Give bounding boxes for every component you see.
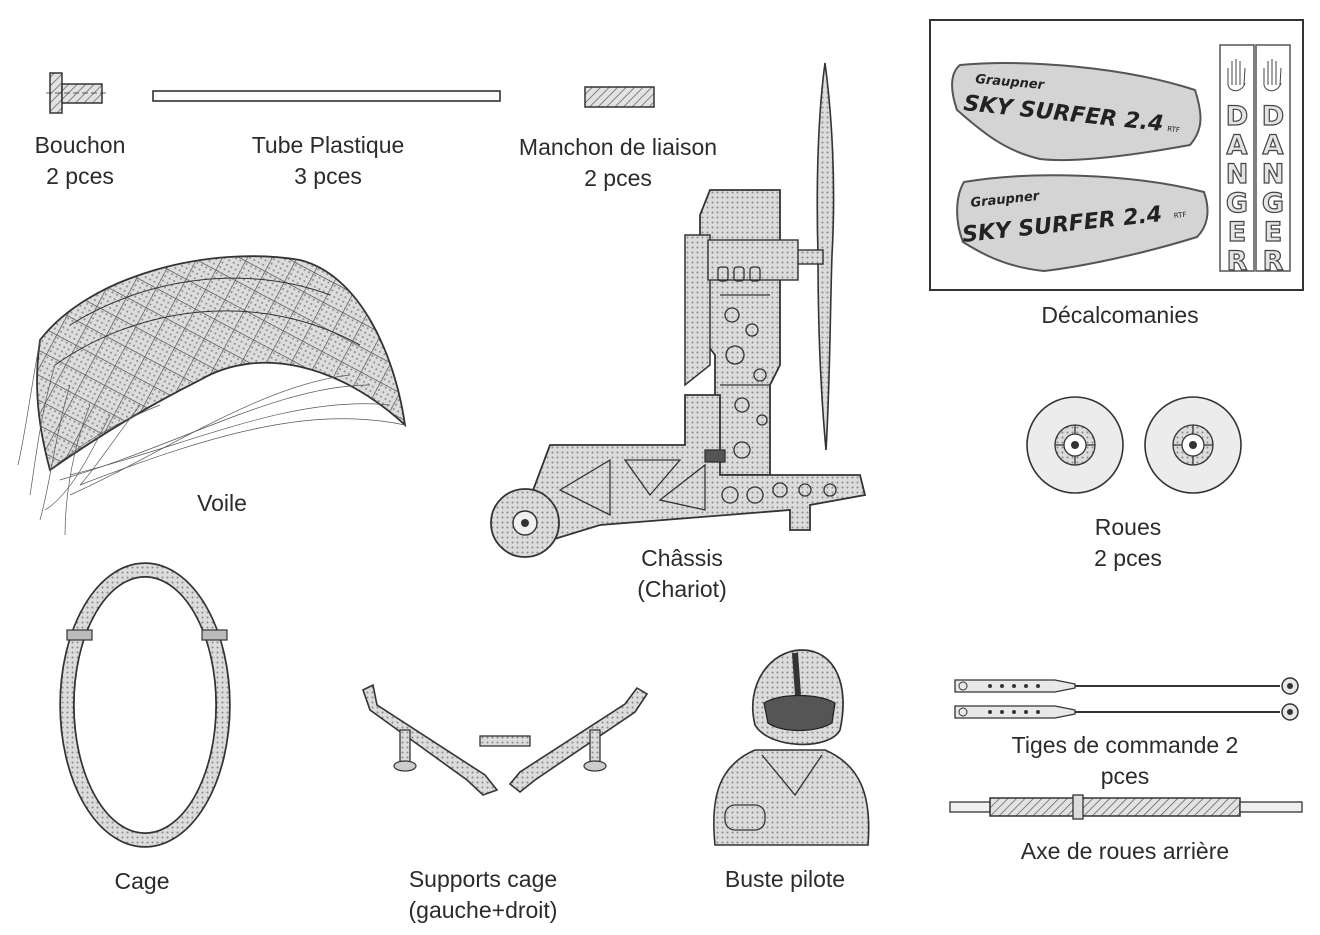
supports-cage-drawing [362,683,649,796]
danger-letter: A [1227,130,1248,161]
svg-text:RTF: RTF [1167,125,1180,134]
danger-letter: N [1226,159,1249,190]
decal-sky-surfer-top: Graupner SKY SURFER 2.4 RTF [951,62,1202,162]
danger-letter: G [1262,188,1284,219]
wheel-icon [1026,396,1124,494]
manchon-drawing [584,86,655,108]
chassis-drawing [490,62,867,558]
danger-letter: E [1228,217,1246,248]
control-rod-icon [954,703,1299,721]
danger-letter: R [1263,246,1284,277]
decals-label: Décalcomanies [1041,302,1199,328]
control-rod-icon [954,677,1299,695]
danger-letter: E [1264,217,1282,248]
roues-drawing [1026,396,1242,494]
hand-icon [1263,59,1282,92]
svg-text:Graupner: Graupner [975,72,1047,93]
axe-roues-drawing [949,794,1303,820]
decal-sky-surfer-bottom: Graupner SKY SURFER 2.4 RTF [956,174,1209,273]
svg-text:RTF: RTF [1173,211,1186,220]
axe-roues-label: Axe de roues arrière [1020,838,1230,864]
hand-icon [1227,59,1246,92]
danger-letter: G [1226,188,1248,219]
wheel-icon [1144,396,1242,494]
cage-drawing [59,562,231,848]
danger-letter: A [1263,130,1284,161]
chassis-label: Châssis(Chariot) [637,545,727,602]
propeller-icon [816,62,835,451]
danger-letter: D [1262,101,1284,132]
svg-text:Graupner: Graupner [970,189,1042,211]
bouchon-drawing [46,72,106,114]
decal-sheet: Graupner SKY SURFER 2.4 RTF Graupner SKY… [929,19,1304,291]
supports-cage-label: Supports cage(gauche+droit) [408,866,558,923]
buste-pilote-drawing [713,649,870,846]
visor-icon [763,694,836,732]
cage-label: Cage [114,868,170,894]
danger-letter: D [1226,101,1248,132]
tube-plastique-drawing [152,90,501,102]
voile-label: Voile [197,490,247,516]
buste-pilote-label: Buste pilote [724,866,846,892]
tiges-commande-drawing [954,677,1299,721]
danger-letter: R [1227,246,1248,277]
voile-drawing [17,255,407,536]
danger-letter: N [1262,159,1285,190]
